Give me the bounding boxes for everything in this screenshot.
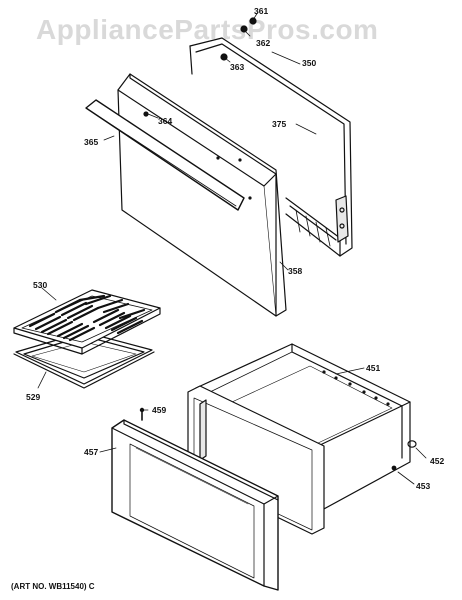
callout-529: 529: [26, 392, 41, 402]
inner-door-panel: [189, 37, 353, 257]
callout-362: 362: [256, 38, 271, 48]
callout-375: 375: [272, 119, 287, 129]
callout-350: 350: [302, 58, 317, 68]
watermark-text: AppliancePartsPros.com: [36, 14, 379, 45]
drawer-front-panel: [111, 419, 279, 591]
drawer-hardware: [139, 407, 417, 471]
callout-530: 530: [33, 280, 48, 290]
callout-364: 364: [158, 116, 173, 126]
callout-361: 361: [254, 6, 269, 16]
callout-358: 358: [288, 266, 303, 276]
callout-452: 452: [430, 456, 445, 466]
art-number: (ART NO. WB11540) C: [11, 582, 95, 591]
leader-lines: [37, 11, 427, 485]
outer-door-panel: [117, 73, 287, 317]
callout-459: 459: [152, 405, 167, 415]
callout-365: 365: [84, 137, 99, 147]
door-screws: [220, 17, 257, 61]
callout-453: 453: [416, 481, 431, 491]
callout-451: 451: [366, 363, 381, 373]
callout-363: 363: [230, 62, 245, 72]
broiler-grid: [13, 289, 161, 355]
callout-457: 457: [84, 447, 99, 457]
